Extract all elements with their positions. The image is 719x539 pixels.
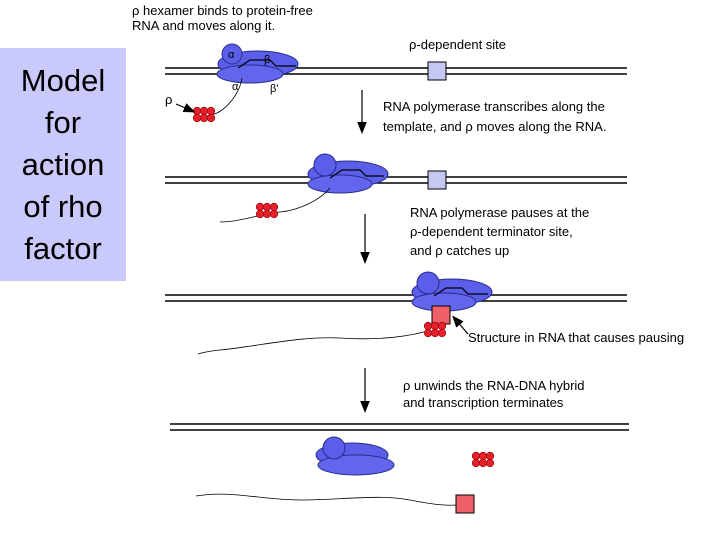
step-2-text-line-2: ρ-dependent terminator site,	[410, 224, 573, 239]
pause-structure-site	[431, 305, 451, 325]
rna-polymerase	[216, 43, 299, 84]
pause-structure-site	[455, 494, 475, 514]
hexamer-label-line-2: RNA and moves along it.	[132, 18, 276, 33]
rho-dependent-site-label: ρ-dependent site	[409, 37, 507, 52]
beta-subunit-label: β	[264, 54, 271, 66]
title-line-3: action	[21, 147, 105, 182]
rho-dependent-site	[427, 61, 447, 81]
rna-polymerase	[315, 436, 395, 476]
title-line-4: of rho	[23, 189, 103, 224]
rna-polymerase	[411, 271, 493, 312]
hexamer-label-line-1: ρ hexamer binds to protein-free	[132, 3, 313, 18]
rna-transcript	[197, 331, 425, 355]
step-1-text-line-2: template, and ρ moves along the RNA.	[383, 119, 607, 134]
rho-hexamer	[423, 321, 447, 338]
rna-transcript	[195, 493, 459, 506]
pause-structure-label: Structure in RNA that causes pausing	[468, 330, 685, 345]
stage-1	[165, 43, 627, 123]
rna-transcript	[219, 187, 331, 223]
stage-3	[165, 271, 627, 355]
step-3-text-line-1: ρ unwinds the RNA-DNA hybrid	[403, 378, 585, 393]
step-1-text-line-1: RNA polymerase transcribes along the	[383, 99, 605, 114]
rna-polymerase	[307, 153, 389, 194]
step-3-text-line-2: and transcription terminates	[403, 395, 564, 410]
title-line-2: for	[44, 105, 82, 140]
step-2-text-line-3: and ρ catches up	[410, 243, 510, 258]
rho-symbol-label: ρ	[165, 92, 173, 107]
stage-4	[170, 423, 629, 514]
rho-pointer-arrow	[175, 103, 196, 113]
rho-hexamer	[471, 451, 495, 468]
pause-pointer-arrow	[452, 315, 469, 335]
stage-2	[165, 153, 627, 223]
title-line-1: Model	[20, 63, 106, 98]
rho-hexamer	[192, 106, 216, 123]
alpha-subunit-label: α	[228, 49, 235, 61]
beta-prime-subunit-label: β'	[270, 83, 279, 95]
title-panel: Model for action of rho factor	[0, 48, 126, 281]
alpha-subunit-label-2: α	[232, 81, 239, 93]
rho-hexamer	[255, 202, 279, 219]
title-line-5: factor	[24, 231, 102, 266]
rho-dependent-site	[427, 170, 447, 190]
step-2-text-line-1: RNA polymerase pauses at the	[410, 205, 590, 220]
